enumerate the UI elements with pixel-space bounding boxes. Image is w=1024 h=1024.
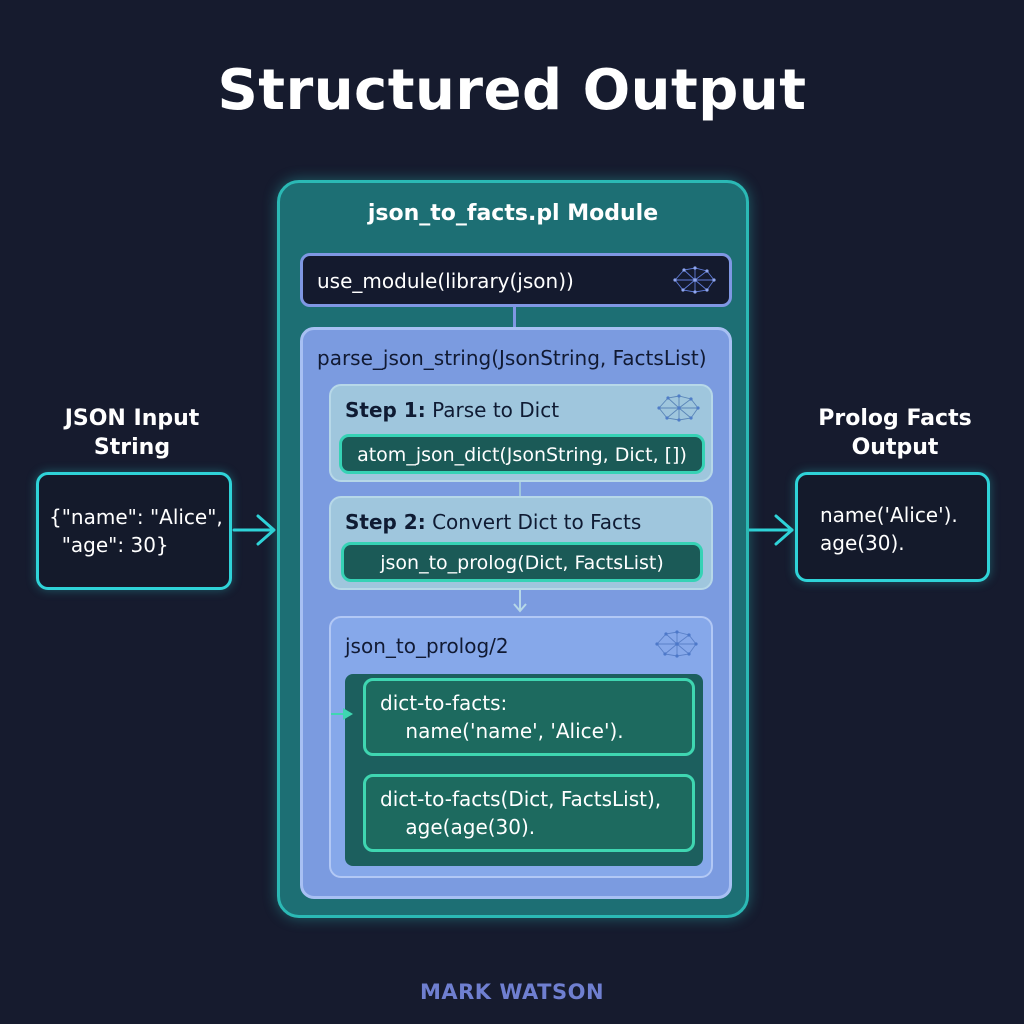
step2-box: Step 2: Convert Dict to Facts json_to_pr… <box>329 496 713 590</box>
step2-label: Step 2: <box>345 510 426 534</box>
step1-code: atom_json_dict(JsonString, Dict, []) <box>339 434 705 474</box>
network-brain-icon <box>655 630 698 658</box>
output-facts-box: name('Alice'). age(30). <box>795 472 990 582</box>
output-label: Prolog Facts Output <box>795 404 995 462</box>
output-fact-line2: age(30). <box>820 531 905 555</box>
json-to-prolog-inner: dict-to-facts: name('name', 'Alice'). di… <box>331 674 703 866</box>
step1-label: Step 1: <box>345 398 426 422</box>
fact2-line2: age(age(30). <box>380 815 536 839</box>
input-label-line2: String <box>93 435 171 460</box>
use-to-parse-connector <box>513 307 516 327</box>
step1-text: Parse to Dict <box>425 398 560 422</box>
use-module-box: use_module(library(json)) <box>300 253 732 307</box>
input-label: JSON Input String <box>32 404 232 462</box>
step1-box: Step 1: Parse to Dict atom_json_dict(Jso… <box>329 384 713 482</box>
use-module-text: use_module(library(json)) <box>317 269 574 293</box>
input-json-line1: {"name": "Alice", <box>49 505 223 529</box>
network-brain-icon <box>657 394 700 422</box>
json-to-prolog-box: json_to_prolog/2 dict-to-facts: name('na… <box>329 616 713 878</box>
page-title: Structured Output <box>217 58 807 123</box>
input-arrow-icon <box>232 514 276 546</box>
output-label-line1: Prolog Facts <box>818 406 972 431</box>
footer-author: MARK WATSON <box>419 980 605 1004</box>
fact2-line1: dict-to-facts(Dict, FactsList), <box>380 787 662 811</box>
parse-title: parse_json_string(JsonString, FactsList) <box>317 346 707 370</box>
step2-title: Step 2: Convert Dict to Facts <box>345 510 641 534</box>
fact-card-name: dict-to-facts: name('name', 'Alice'). <box>363 678 695 756</box>
network-brain-icon <box>673 266 716 294</box>
json-to-prolog-title: json_to_prolog/2 <box>345 634 509 658</box>
fact-card-age: dict-to-facts(Dict, FactsList), age(age(… <box>363 774 695 852</box>
input-json-box: {"name": "Alice", "age": 30} <box>36 472 232 590</box>
output-label-line2: Output <box>851 435 939 460</box>
step1-title: Step 1: Parse to Dict <box>345 398 559 422</box>
fact1-line1: dict-to-facts: <box>380 691 508 715</box>
step2-code: json_to_prolog(Dict, FactsList) <box>341 542 703 582</box>
step2-text: Convert Dict to Facts <box>425 510 642 534</box>
module-container: json_to_facts.pl Module use_module(libra… <box>277 180 749 918</box>
module-title: json_to_facts.pl Module <box>367 201 659 226</box>
fact1-line2: name('name', 'Alice'). <box>380 719 624 743</box>
parse-json-string-box: parse_json_string(JsonString, FactsList)… <box>300 327 732 899</box>
input-label-line1: JSON Input <box>64 406 200 431</box>
input-json-line2: "age": 30} <box>49 533 169 557</box>
step1-to-step2-connector <box>519 482 521 496</box>
pointer-arrow-icon <box>331 708 353 720</box>
output-fact-line1: name('Alice'). <box>820 503 958 527</box>
down-arrow-icon <box>513 590 527 613</box>
